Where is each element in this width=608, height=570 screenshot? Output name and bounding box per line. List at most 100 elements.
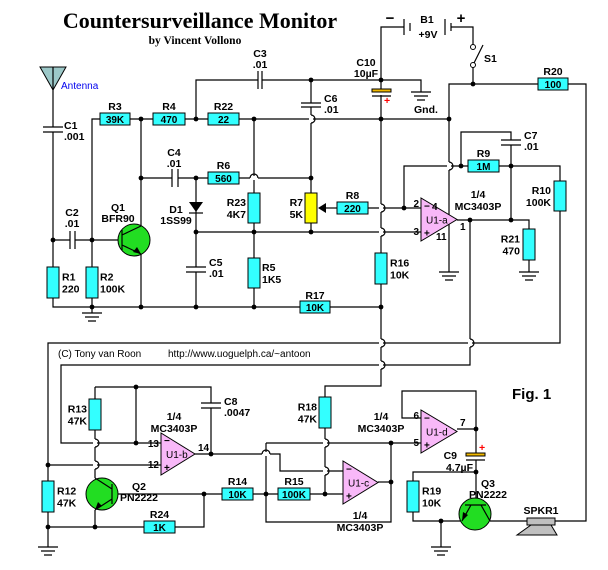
wire xyxy=(262,79,422,86)
wire xyxy=(52,298,300,308)
junction-dot xyxy=(308,175,314,181)
junction-dot xyxy=(138,304,144,310)
inverting-sign: − xyxy=(424,414,430,425)
resistor-value: 47K xyxy=(68,416,88,428)
capacitor-value: .01 xyxy=(167,158,182,170)
resistor-ref: R21 xyxy=(501,234,520,246)
wire xyxy=(555,83,587,522)
resistor-ref: R15 xyxy=(284,476,303,488)
capacitor-value: .001 xyxy=(64,131,85,143)
resistor-R14 xyxy=(221,487,254,501)
inverting-sign: − xyxy=(164,436,170,447)
capacitor-C8 xyxy=(201,402,221,409)
capacitor-value: .01 xyxy=(65,218,80,230)
capacitor-ref: C1 xyxy=(64,120,78,132)
junction-dot xyxy=(378,116,384,122)
resistor-ref: R18 xyxy=(298,402,317,414)
noninverting-sign: + xyxy=(424,441,430,452)
pin-number: 13 xyxy=(148,439,160,450)
resistor-ref: R20 xyxy=(543,66,562,78)
wire-crossover xyxy=(324,438,330,448)
ground-icon xyxy=(439,271,459,281)
capacitor-value: .01 xyxy=(209,268,224,280)
wire xyxy=(451,26,474,45)
battery-icon xyxy=(403,19,452,35)
wire-crossover xyxy=(469,338,475,348)
transistor-ref: Q3 xyxy=(481,478,495,490)
switch-ref: S1 xyxy=(484,53,497,65)
resistor-value: 10K xyxy=(306,303,325,314)
wire xyxy=(95,386,212,403)
junction-dot xyxy=(473,469,479,475)
url: http://www.uoguelph.ca/~antoon xyxy=(168,349,311,360)
diode-D1-icon xyxy=(189,202,203,212)
resistor-value: 560 xyxy=(215,174,232,185)
junction-dot xyxy=(133,384,139,390)
resistor-ref: R16 xyxy=(390,258,409,270)
capacitor-ref: C10 xyxy=(356,57,375,69)
resistor-value: 10K xyxy=(228,490,247,501)
emitter-arrow-icon xyxy=(133,247,141,254)
opamp-name: U1-b xyxy=(166,450,188,461)
polarity-plus: + xyxy=(479,442,485,454)
capacitor-ref: C3 xyxy=(253,48,267,60)
wires xyxy=(47,26,587,547)
wire-crossover xyxy=(249,173,259,179)
capacitor-C6 xyxy=(301,102,321,108)
wire-gap xyxy=(323,439,327,447)
wire xyxy=(412,512,462,522)
wire xyxy=(403,165,468,208)
wire xyxy=(48,494,205,528)
capacitor-C9 xyxy=(465,452,486,457)
resistor-R16 xyxy=(374,252,388,285)
wire-gap xyxy=(262,452,270,456)
resistor-value: 220 xyxy=(344,204,361,215)
ground-icon xyxy=(431,546,451,556)
battery-plus: + xyxy=(457,10,466,27)
resistor-R19 xyxy=(406,480,420,513)
pin-number: 1 xyxy=(460,222,466,233)
ground-label: Gnd. xyxy=(414,104,438,116)
resistor-ref: R6 xyxy=(217,160,231,172)
resistor-value: 4K7 xyxy=(227,209,246,221)
junction-dot xyxy=(138,175,144,181)
capacitor-value: 4.7µF xyxy=(446,462,474,474)
wire-gap xyxy=(379,361,383,369)
junction-dot xyxy=(508,163,514,169)
capacitor-ref: C7 xyxy=(524,130,538,142)
pin-number: 11 xyxy=(436,232,447,243)
resistor-value: 470 xyxy=(161,115,178,126)
capacitor-ref: C6 xyxy=(324,93,338,105)
resistor-R9 xyxy=(467,159,500,173)
transistor-value: PN2222 xyxy=(469,489,507,501)
wire xyxy=(412,471,476,481)
resistor-R24 xyxy=(143,520,176,534)
opamp-fraction: 1/4 xyxy=(374,411,389,423)
resistor-ref: R4 xyxy=(162,101,176,113)
junction-dot xyxy=(438,518,444,524)
junction-dot xyxy=(50,237,56,243)
opamp-c xyxy=(342,460,379,505)
author: by Vincent Vollono xyxy=(149,35,242,47)
resistor-ref: R3 xyxy=(108,101,122,113)
resistor-value: 10K xyxy=(390,270,410,282)
junction-dot xyxy=(45,462,51,468)
wire xyxy=(60,220,471,444)
pin-number: 3 xyxy=(413,227,419,238)
wire xyxy=(401,390,477,454)
polarity-plus: + xyxy=(384,95,390,107)
resistor-R12 xyxy=(41,480,55,513)
transistor-Q2-icon xyxy=(85,477,119,511)
pin-number: 2 xyxy=(413,199,419,210)
opamp-part: MC3403P xyxy=(151,423,198,435)
resistor-ref: R24 xyxy=(150,509,169,521)
junction-dot xyxy=(446,116,452,122)
resistor-value: 47K xyxy=(298,414,318,426)
inverting-sign: − xyxy=(346,465,352,476)
resistor-R4 xyxy=(152,112,186,126)
transistor-ref: Q1 xyxy=(111,202,125,214)
junction-dot xyxy=(208,451,214,457)
resistor-value: 100K xyxy=(100,284,126,296)
resistor-value: 47K xyxy=(57,498,77,510)
wire xyxy=(499,165,561,181)
